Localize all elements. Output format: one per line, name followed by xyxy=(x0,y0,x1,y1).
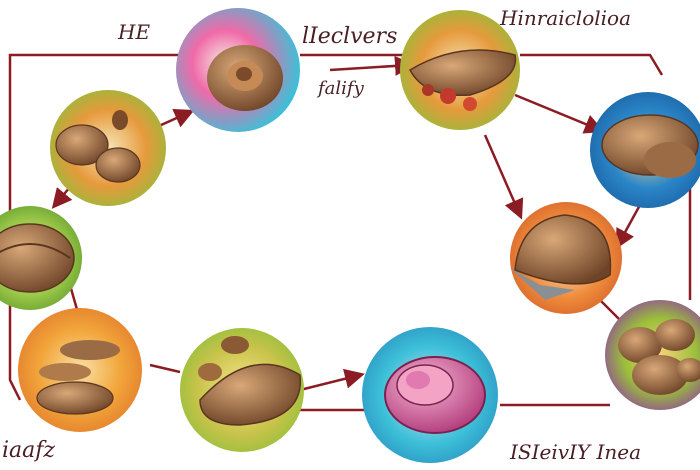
larva-icon xyxy=(400,10,520,130)
arrow-larva-to-snail xyxy=(483,134,524,220)
label-top-left: HE xyxy=(118,20,151,44)
label-bottom-left: iaafz xyxy=(2,438,56,463)
nest-icon xyxy=(180,328,304,452)
label-top-right: Hinraiclolioa xyxy=(500,6,631,30)
snail-shell-icon xyxy=(176,8,300,132)
label-top-center: lIeclvers xyxy=(302,24,398,49)
shell-icon xyxy=(0,206,82,310)
egg-cluster-icon xyxy=(50,90,166,206)
arrow-larvae-to-cluster xyxy=(149,363,181,374)
arrow-cluster-to-pink xyxy=(299,368,365,392)
shell-icon xyxy=(590,92,700,208)
label-bottom-right: ISIeivIY Inea xyxy=(510,440,642,464)
pink-snail-icon xyxy=(362,327,498,463)
egg-cluster-icon xyxy=(605,300,700,410)
snail-icon xyxy=(510,202,622,314)
arrow-snail-to-cluster xyxy=(599,299,621,321)
cycle-arrows xyxy=(8,53,692,412)
arrow-blue-to-snail xyxy=(615,204,642,250)
arrow-snail-to-blue xyxy=(514,93,605,134)
larvae-icon xyxy=(18,308,142,432)
arrow-top-right xyxy=(520,53,664,76)
label-mid-top: falify xyxy=(318,78,364,99)
arrow-mid-label xyxy=(329,55,415,76)
